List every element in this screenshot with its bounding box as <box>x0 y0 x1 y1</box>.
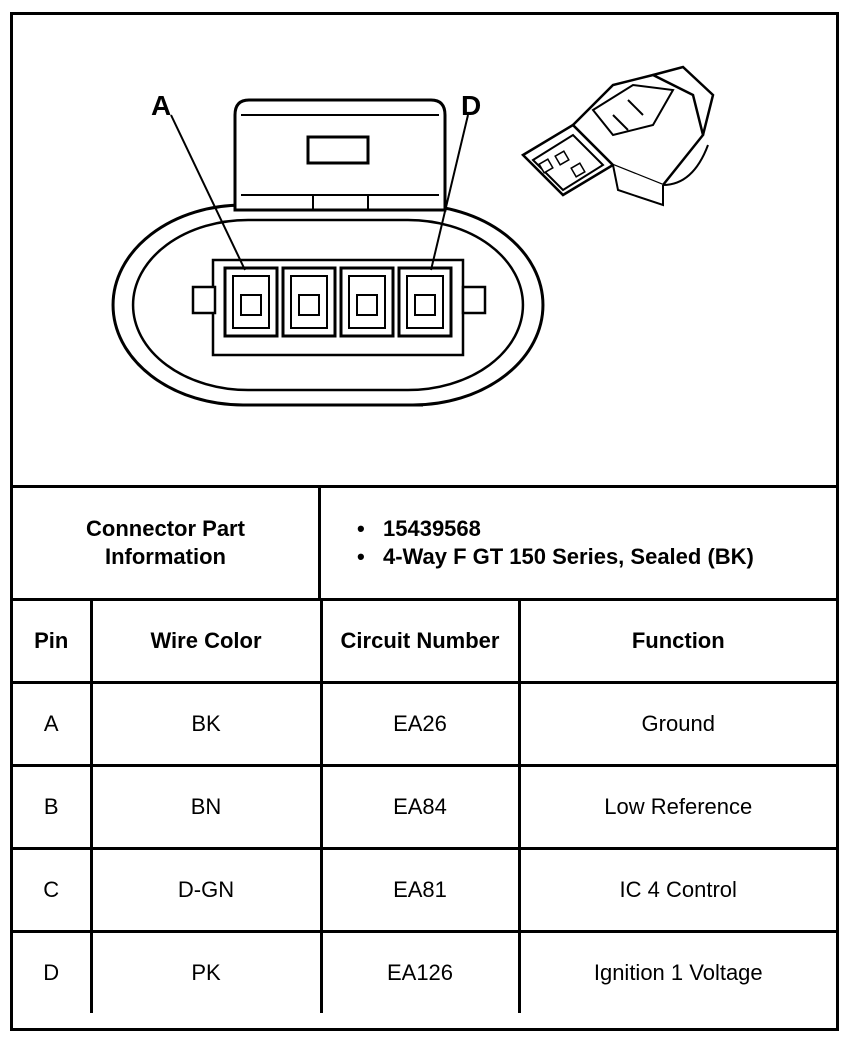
callout-A-leader <box>170 114 246 271</box>
wire-color-cell: BN <box>89 764 323 850</box>
terminal-C <box>339 266 395 338</box>
connector-description: 4-Way F GT 150 Series, Sealed (BK) <box>383 544 754 569</box>
callout-A-label: A <box>151 90 171 121</box>
connector-part-info-row: Connector Part Information • 15439568 • … <box>13 488 836 601</box>
terminal-B <box>281 266 337 338</box>
header-wire-color: Wire Color <box>89 601 323 684</box>
pin-cell: C <box>13 847 93 933</box>
bullet: • <box>357 516 365 541</box>
table-row: D PK EA126 Ignition 1 Voltage <box>13 930 836 1013</box>
function-cell: IC 4 Control <box>517 847 836 933</box>
connector-description-item: • 4-Way F GT 150 Series, Sealed (BK) <box>357 543 836 571</box>
header-circuit-number: Circuit Number <box>319 601 521 684</box>
part-number: 15439568 <box>383 516 481 541</box>
lock-window <box>306 135 370 165</box>
function-cell: Ground <box>517 681 836 767</box>
callout-D-leader <box>430 114 469 271</box>
table-row: C D-GN EA81 IC 4 Control <box>13 847 836 933</box>
circuit-cell: EA126 <box>319 930 521 1013</box>
connector-face-diagram: A D <box>13 15 836 488</box>
label-line-1: Connector Part <box>86 516 245 541</box>
callout-D-label: D <box>461 90 481 121</box>
pin-cell: A <box>13 681 93 767</box>
bullet: • <box>357 544 365 569</box>
wire-color-cell: D-GN <box>89 847 323 933</box>
circuit-cell: EA81 <box>319 847 521 933</box>
pin-cell: D <box>13 930 93 1013</box>
part-number-item: • 15439568 <box>357 515 836 543</box>
connector-perspective-view <box>520 65 715 207</box>
terminal-D <box>397 266 453 338</box>
header-pin: Pin <box>13 601 93 684</box>
side-ear-left <box>191 285 217 315</box>
circuit-cell: EA84 <box>319 764 521 850</box>
side-ear-right <box>461 285 487 315</box>
connector-diagram-frame: A D Connector Part Inform <box>10 12 839 1031</box>
connector-illustration: A D <box>111 65 715 407</box>
terminal-A <box>223 266 279 338</box>
wire-color-cell: PK <box>89 930 323 1013</box>
table-header-row: Pin Wire Color Circuit Number Function <box>13 601 836 684</box>
label-line-2: Information <box>104 544 226 569</box>
connector-part-info-values: • 15439568 • 4-Way F GT 150 Series, Seal… <box>321 488 836 598</box>
connector-part-info-label: Connector Part Information <box>13 488 321 598</box>
pin-cell: B <box>13 764 93 850</box>
circuit-cell: EA26 <box>319 681 521 767</box>
header-function: Function <box>517 601 836 684</box>
wire-color-cell: BK <box>89 681 323 767</box>
pin-table: Pin Wire Color Circuit Number Function A… <box>13 601 836 1013</box>
function-cell: Low Reference <box>517 764 836 850</box>
function-cell: Ignition 1 Voltage <box>517 930 836 1013</box>
table-row: A BK EA26 Ground <box>13 681 836 767</box>
table-row: B BN EA84 Low Reference <box>13 764 836 850</box>
